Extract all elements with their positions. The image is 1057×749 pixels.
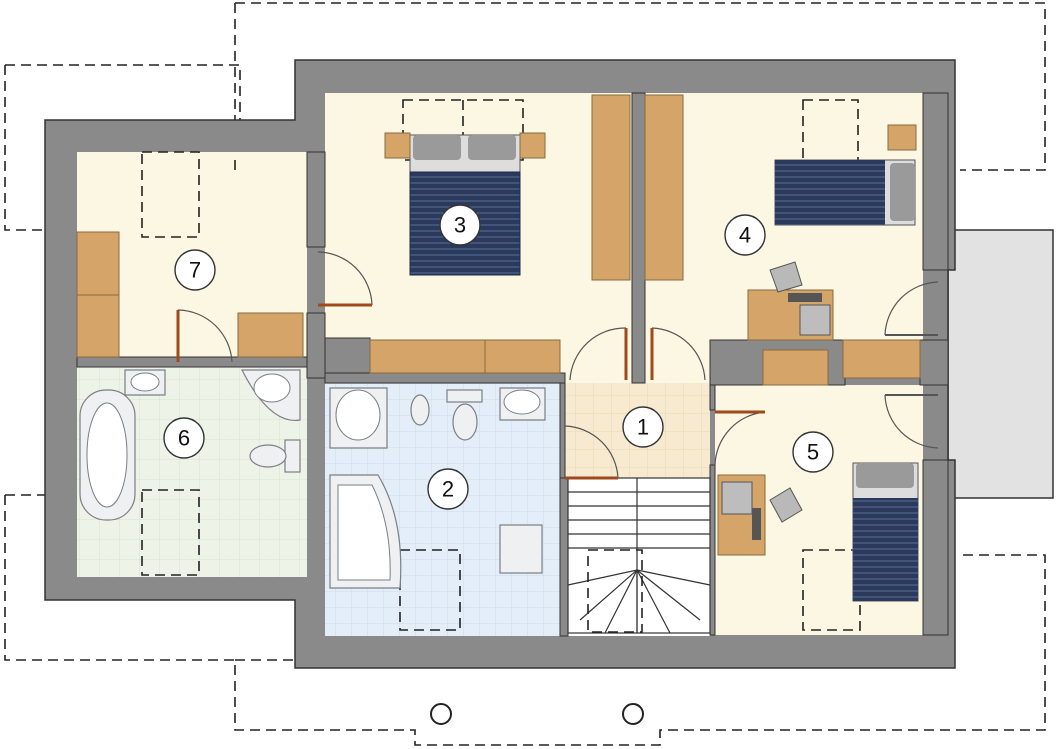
room-label-4: 4 — [724, 214, 766, 256]
room-number-7: 7 — [189, 258, 201, 283]
bathroom-6-fixtures — [79, 369, 301, 521]
room-number-6: 6 — [178, 426, 190, 451]
room-number-5: 5 — [807, 440, 819, 465]
bed-room-5 — [717, 462, 919, 602]
room-number-2: 2 — [442, 477, 454, 502]
bed-room-4 — [747, 124, 917, 341]
room-label-1: 1 — [622, 406, 664, 448]
columns — [430, 703, 644, 725]
room-label-2: 2 — [427, 468, 469, 510]
doors — [176, 251, 939, 480]
wardrobes — [76, 94, 921, 386]
bathroom-2-fixtures — [329, 387, 546, 589]
room-number-4: 4 — [739, 223, 751, 248]
room-label-6: 6 — [163, 417, 205, 459]
room-number-1: 1 — [637, 415, 649, 440]
room-number-3: 3 — [454, 213, 466, 238]
staircase — [567, 477, 711, 634]
room-labels: 1 2 3 4 5 6 7 — [163, 204, 834, 510]
room-label-7: 7 — [174, 249, 216, 291]
interior-walls — [76, 92, 949, 637]
room-label-3: 3 — [439, 204, 481, 246]
balcony — [947, 229, 1054, 499]
room-label-5: 5 — [792, 431, 834, 473]
